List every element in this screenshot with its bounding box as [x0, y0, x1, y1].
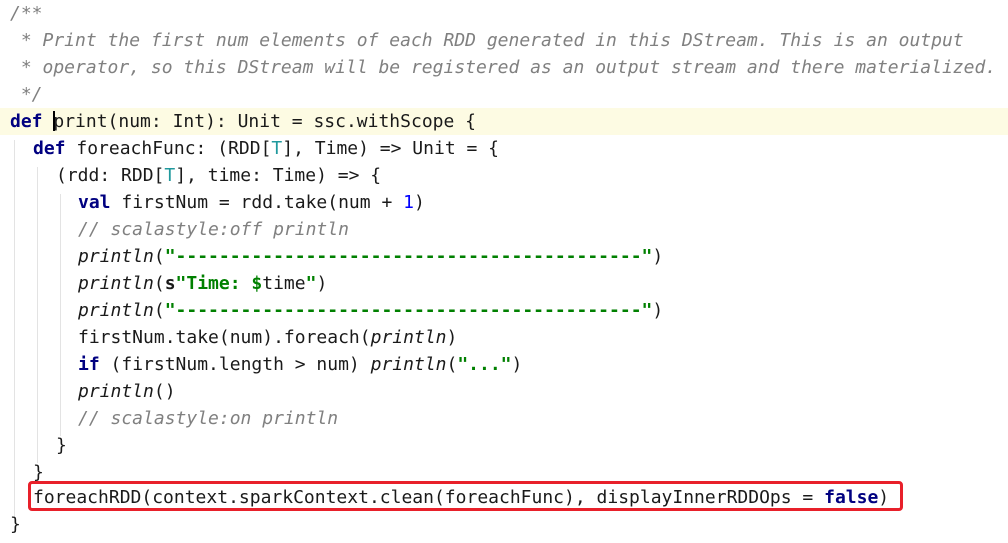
string-literal: "	[305, 273, 317, 294]
lambda-params: ], time: Time) => {	[175, 165, 382, 186]
closing-brace: }	[33, 462, 44, 483]
type-param: T	[271, 138, 283, 159]
code-line-2: * Print the first num elements of each R…	[0, 27, 1008, 54]
func-signature: ], Time) => Unit = {	[282, 138, 500, 159]
code-line-5-current: def print(num: Int): Unit = ssc.withScop…	[0, 108, 1008, 135]
doc-comment: * Print the first num elements of each R…	[10, 30, 964, 51]
code-line-3: * operator, so this DStream will be regi…	[0, 54, 1008, 81]
string-literal: "---------------------------------------…	[164, 300, 653, 321]
code-line-1: /**	[0, 0, 1008, 27]
number-literal: 1	[403, 192, 414, 213]
interpolated-var: time	[262, 273, 306, 294]
code-line-14: if (firstNum.length > num) println("..."…	[0, 351, 1008, 378]
paren: )	[316, 273, 328, 294]
code-line-17: }	[0, 432, 1008, 459]
code-line-6: def foreachFunc: (RDD[T], Time) => Unit …	[0, 135, 1008, 162]
line-comment: // scalastyle:off println	[78, 219, 349, 240]
statement: )	[413, 192, 425, 213]
paren: (	[153, 300, 165, 321]
indent-guide	[37, 167, 38, 463]
code-line-18: }	[0, 459, 1008, 486]
method-name-part: p	[53, 111, 65, 132]
code-line-20: }	[0, 511, 1008, 538]
code-line-10: println("-------------------------------…	[0, 243, 1008, 270]
keyword-if: if	[78, 354, 100, 375]
keyword-val: val	[78, 192, 111, 213]
code-line-4: */	[0, 81, 1008, 108]
paren: (	[153, 273, 165, 294]
println-call: println	[78, 273, 154, 294]
code-line-8: val firstNum = rdd.take(num + 1)	[0, 189, 1008, 216]
indent-guide	[60, 194, 61, 436]
type-param: T	[164, 165, 176, 186]
code-line-7: (rdd: RDD[T], time: Time) => {	[0, 162, 1008, 189]
space	[43, 111, 54, 132]
string-interpolator: s	[164, 273, 176, 294]
closing-brace: }	[56, 435, 67, 456]
condition: (firstNum.length > num)	[99, 354, 371, 375]
text-caret	[53, 111, 56, 131]
println-call: println	[78, 381, 154, 402]
paren: ()	[153, 381, 176, 402]
string-literal: "Time:	[175, 273, 252, 294]
doc-comment: /**	[10, 3, 43, 24]
paren: (	[446, 354, 458, 375]
indent-guide	[14, 140, 15, 518]
keyword-false: false	[824, 487, 879, 508]
println-call: println	[78, 246, 154, 267]
lambda-params: (rdd: RDD[	[56, 165, 165, 186]
code-line-19: foreachRDD(context.sparkContext.clean(fo…	[0, 484, 1008, 511]
keyword-def: def	[10, 111, 43, 132]
method-signature: rint(num: Int): Unit = ssc.withScope {	[64, 111, 477, 132]
statement: firstNum.take(num).foreach(	[78, 327, 371, 348]
println-call: println	[370, 354, 447, 375]
paren: (	[153, 246, 165, 267]
paren: )	[511, 354, 523, 375]
paren: )	[878, 487, 890, 508]
println-call: println	[78, 300, 154, 321]
code-line-16: // scalastyle:on println	[0, 405, 1008, 432]
code-line-9: // scalastyle:off println	[0, 216, 1008, 243]
func-signature: foreachFunc: (RDD[	[65, 138, 272, 159]
closing-brace: }	[10, 514, 21, 535]
line-comment: // scalastyle:on println	[78, 408, 339, 429]
paren: )	[652, 300, 664, 321]
code-line-11: println(s"Time: $time")	[0, 270, 1008, 297]
keyword-def: def	[33, 138, 66, 159]
paren: )	[446, 327, 458, 348]
paren: )	[652, 246, 664, 267]
doc-comment: */	[10, 84, 43, 105]
foreachrdd-call: foreachRDD(context.sparkContext.clean(fo…	[33, 487, 825, 508]
println-ref: println	[370, 327, 447, 348]
code-line-13: firstNum.take(num).foreach(println)	[0, 324, 1008, 351]
code-line-12: println("-------------------------------…	[0, 297, 1008, 324]
interpolation-dollar: $	[251, 273, 263, 294]
doc-comment: * operator, so this DStream will be regi…	[10, 57, 997, 78]
string-literal: "..."	[457, 354, 512, 375]
string-literal: "---------------------------------------…	[164, 246, 653, 267]
statement: firstNum = rdd.take(num +	[110, 192, 404, 213]
code-line-15: println()	[0, 378, 1008, 405]
